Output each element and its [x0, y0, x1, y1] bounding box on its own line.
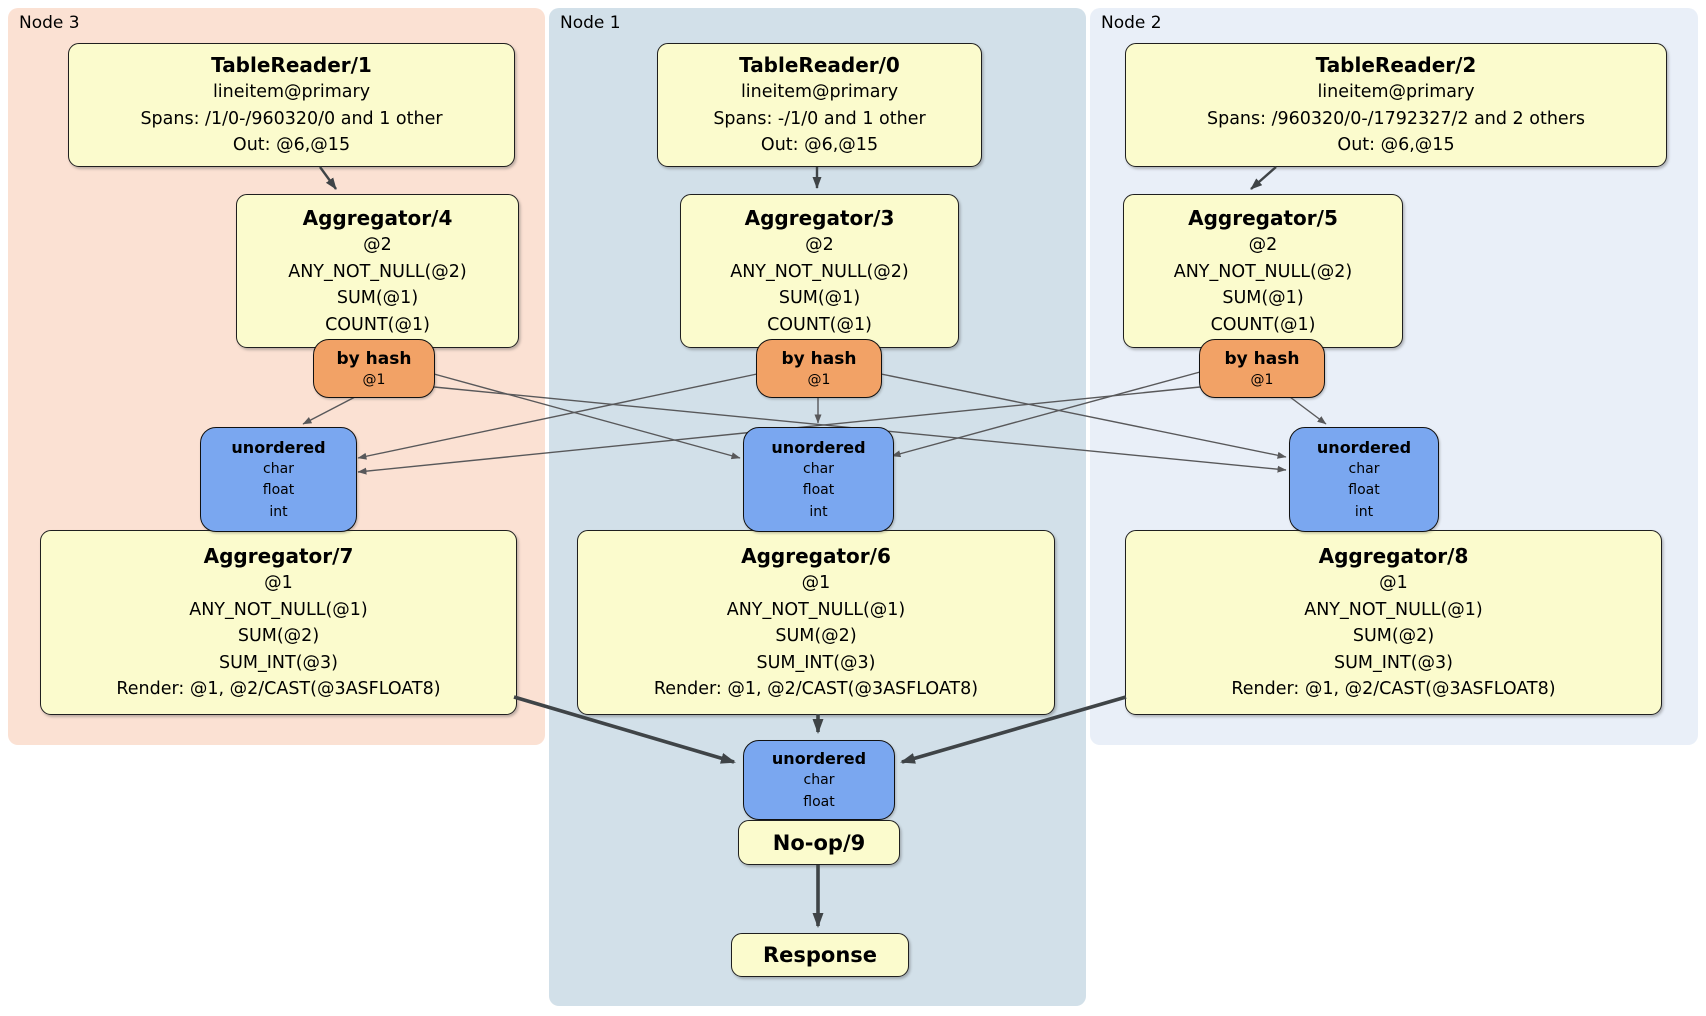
- processor-detail: @2: [1248, 235, 1278, 255]
- processor-aggregator-6: Aggregator/6 @1 ANY_NOT_NULL(@1) SUM(@2)…: [577, 530, 1055, 715]
- processor-detail: SUM(@2): [237, 626, 320, 647]
- sync-title: unordered: [771, 749, 867, 768]
- processor-title: TableReader/1: [211, 53, 372, 78]
- sync-column: float: [1348, 482, 1380, 499]
- processor-detail: @1: [264, 573, 293, 594]
- processor-tablereader-2: TableReader/2 lineitem@primary Spans: /9…: [1125, 43, 1667, 167]
- response-box: Response: [731, 933, 909, 977]
- processor-detail: COUNT(@1): [325, 314, 430, 335]
- processor-title: Aggregator/3: [744, 206, 895, 230]
- processor-detail: Spans: -/1/0 and 1 other: [713, 108, 926, 129]
- processor-aggregator-3: Aggregator/3 @2 ANY_NOT_NULL(@2) SUM(@1)…: [680, 194, 959, 348]
- router-key: @1: [807, 372, 831, 388]
- sync-column: int: [1354, 503, 1374, 520]
- sync-column: char: [803, 460, 834, 477]
- processor-detail: SUM(@1): [336, 288, 419, 308]
- processor-detail: lineitem@primary: [1317, 82, 1475, 103]
- processor-detail: Out: @6,@15: [760, 135, 879, 156]
- router-title: by hash: [1224, 349, 1300, 369]
- processor-title: No-op/9: [772, 830, 866, 855]
- processor-tablereader-1: TableReader/1 lineitem@primary Spans: /1…: [68, 43, 515, 167]
- sync-unordered-node1: unordered char float int: [743, 427, 894, 532]
- processor-title: Aggregator/6: [741, 544, 891, 569]
- sync-title: unordered: [1316, 437, 1412, 457]
- sync-column: char: [803, 772, 835, 788]
- processor-detail: SUM_INT(@3): [219, 652, 338, 673]
- processor-detail: @1: [1379, 573, 1408, 594]
- sync-unordered-node2: unordered char float int: [1289, 427, 1439, 532]
- processor-title: TableReader/2: [1315, 53, 1477, 78]
- processor-detail: Render: @1, @2/CAST(@3ASFLOAT8): [653, 679, 979, 700]
- processor-detail: SUM(@1): [778, 288, 861, 308]
- processor-detail: lineitem@primary: [740, 82, 899, 103]
- processor-detail: ANY_NOT_NULL(@1): [189, 599, 368, 620]
- processor-aggregator-7: Aggregator/7 @1 ANY_NOT_NULL(@1) SUM(@2)…: [40, 530, 517, 715]
- processor-title: Aggregator/4: [302, 206, 453, 230]
- processor-aggregator-8: Aggregator/8 @1 ANY_NOT_NULL(@1) SUM(@2)…: [1125, 530, 1662, 715]
- node-2-label: Node 2: [1101, 13, 1162, 33]
- processor-title: Aggregator/5: [1188, 206, 1338, 230]
- processor-title: TableReader/0: [739, 53, 900, 78]
- node-3-label: Node 3: [19, 13, 80, 33]
- processor-detail: SUM(@2): [775, 626, 857, 647]
- processor-detail: ANY_NOT_NULL(@1): [1304, 599, 1483, 620]
- processor-detail: ANY_NOT_NULL(@2): [288, 261, 467, 282]
- sync-column: float: [262, 482, 295, 499]
- router-title: by hash: [336, 349, 412, 369]
- processor-detail: Out: @6,@15: [232, 135, 351, 156]
- sync-title: unordered: [231, 437, 326, 457]
- sync-column: char: [1348, 460, 1380, 477]
- processor-title: Aggregator/7: [203, 544, 354, 569]
- sync-column: char: [263, 460, 294, 477]
- processor-title: Aggregator/8: [1318, 544, 1469, 569]
- processor-detail: Spans: /1/0-/960320/0 and 1 other: [140, 108, 443, 129]
- sync-unordered-final: unordered char float: [743, 740, 895, 820]
- processor-detail: lineitem@primary: [212, 82, 371, 103]
- processor-detail: ANY_NOT_NULL(@2): [730, 261, 909, 282]
- processor-detail: SUM_INT(@3): [1334, 652, 1453, 673]
- processor-detail: ANY_NOT_NULL(@2): [1173, 261, 1353, 282]
- router-title: by hash: [781, 349, 857, 369]
- processor-detail: COUNT(@1): [767, 314, 872, 335]
- sync-column: float: [803, 793, 835, 810]
- router-by-hash-node2: by hash @1: [1199, 339, 1325, 398]
- node-1-label: Node 1: [560, 13, 621, 33]
- sync-column: int: [269, 503, 288, 520]
- processor-tablereader-0: TableReader/0 lineitem@primary Spans: -/…: [657, 43, 982, 167]
- router-key: @1: [362, 372, 386, 388]
- router-by-hash-node3: by hash @1: [313, 339, 435, 398]
- processor-detail: Render: @1, @2/CAST(@3ASFLOAT8): [1231, 679, 1556, 700]
- sync-column: float: [802, 482, 835, 499]
- processor-detail: @2: [363, 235, 392, 255]
- processor-title: Response: [762, 943, 878, 967]
- processor-aggregator-4: Aggregator/4 @2 ANY_NOT_NULL(@2) SUM(@1)…: [236, 194, 519, 348]
- processor-noop-9: No-op/9: [738, 820, 900, 865]
- sync-column: int: [809, 503, 828, 520]
- processor-detail: Spans: /960320/0-/1792327/2 and 2 others: [1206, 108, 1585, 129]
- processor-detail: SUM(@1): [1222, 288, 1304, 308]
- processor-detail: SUM(@2): [1352, 626, 1435, 647]
- sync-title: unordered: [771, 437, 866, 457]
- processor-detail: ANY_NOT_NULL(@1): [726, 599, 906, 620]
- processor-detail: Out: @6,@15: [1337, 135, 1455, 156]
- router-key: @1: [1250, 372, 1274, 388]
- sync-unordered-node3: unordered char float int: [200, 427, 357, 532]
- processor-detail: SUM_INT(@3): [756, 652, 876, 673]
- processor-detail: Render: @1, @2/CAST(@3ASFLOAT8): [116, 679, 441, 700]
- router-by-hash-node1: by hash @1: [756, 339, 882, 398]
- processor-detail: COUNT(@1): [1210, 314, 1316, 335]
- processor-aggregator-5: Aggregator/5 @2 ANY_NOT_NULL(@2) SUM(@1)…: [1123, 194, 1403, 348]
- processor-detail: @2: [805, 235, 834, 255]
- processor-detail: @1: [801, 573, 831, 594]
